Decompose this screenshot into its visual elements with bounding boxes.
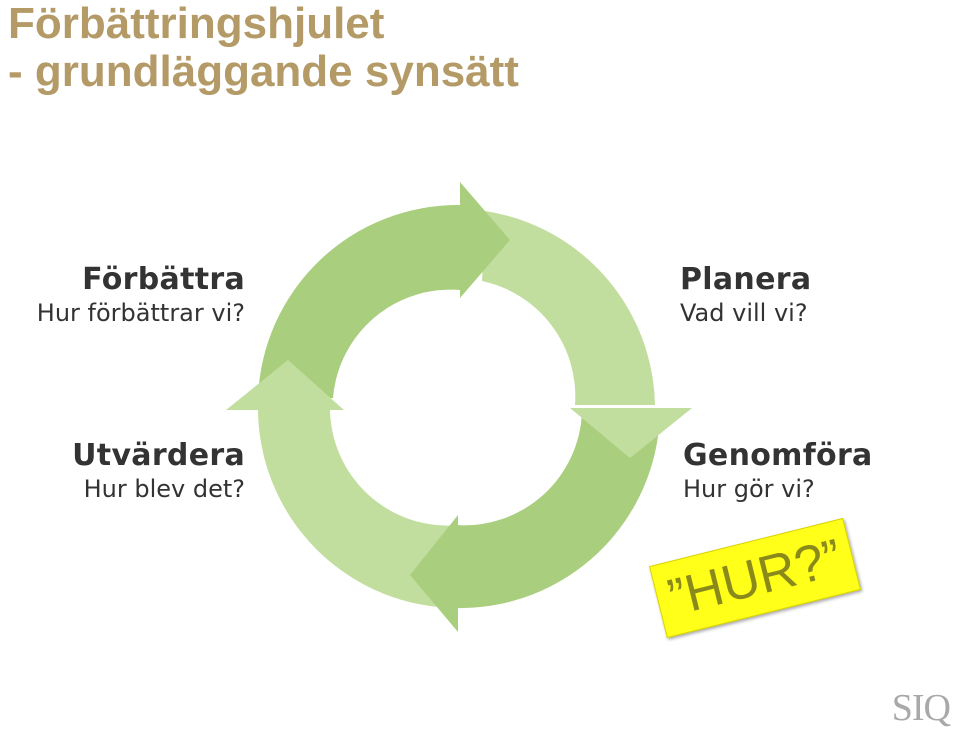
siq-logo: SIQ (891, 687, 951, 729)
step-utvardera-subtitle: Hur blev det? (83, 475, 245, 503)
step-forbattra: Förbättra Hur förbättrar vi? (0, 262, 245, 328)
step-planera: Planera Vad vill vi? (680, 262, 811, 328)
arc-utvardera (257, 405, 460, 609)
arc-forbattra (258, 204, 460, 398)
step-genomfora: Genomföra Hur gör vi? (683, 438, 873, 504)
step-utvardera: Utvärdera Hur blev det? (0, 438, 245, 504)
slide-title-line-2: - grundläggande synsätt (8, 47, 519, 96)
step-genomfora-title: Genomföra (683, 438, 873, 473)
arc-planera (482, 211, 655, 405)
step-planera-title: Planera (680, 262, 812, 297)
slide-title: Förbättringshjulet - grundläggande synsä… (8, 0, 519, 96)
step-genomfora-subtitle: Hur gör vi? (683, 475, 815, 503)
arrow-head-right (570, 408, 692, 458)
step-forbattra-title: Förbättra (82, 262, 245, 297)
step-utvardera-title: Utvärdera (72, 438, 245, 473)
step-planera-subtitle: Vad vill vi? (680, 299, 808, 327)
step-forbattra-subtitle: Hur förbättrar vi? (36, 299, 245, 327)
arc-genomfora (455, 412, 660, 609)
arrow-head-bottom (410, 515, 458, 632)
slide-title-line-1: Förbättringshjulet (8, 0, 385, 48)
arrow-head-top (460, 182, 510, 298)
arrow-head-left (226, 360, 344, 410)
